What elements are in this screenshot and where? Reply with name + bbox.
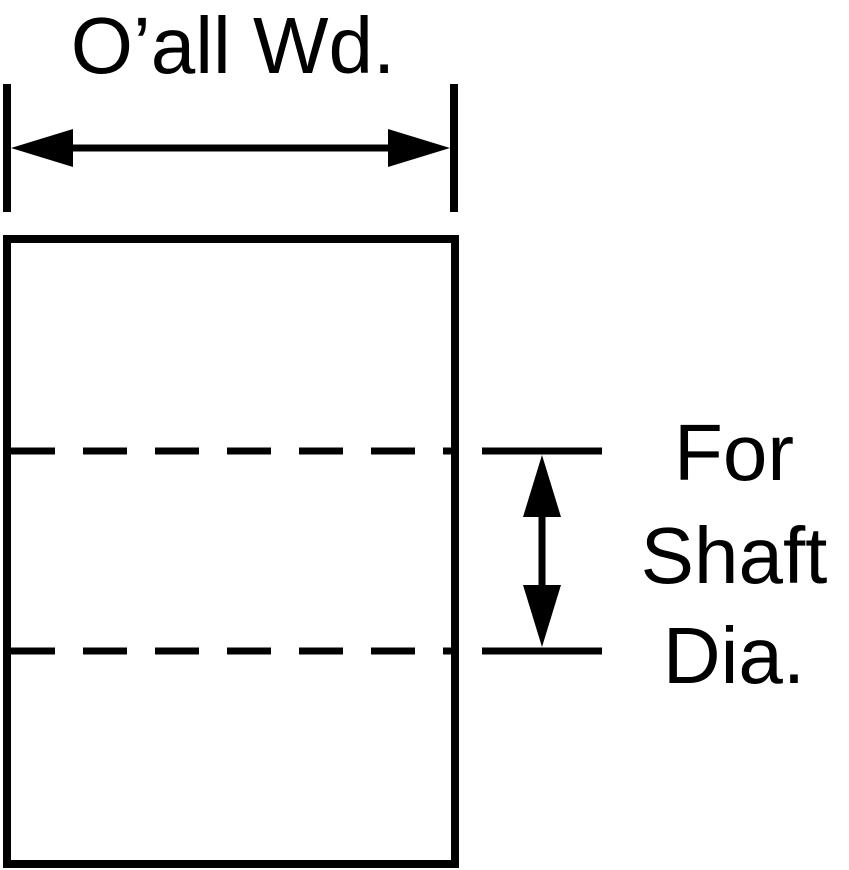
shaft-label-line-2: Shaft — [641, 511, 828, 600]
part-outline — [3, 235, 459, 868]
width-arrowhead-left — [11, 129, 73, 167]
shaft-label-line-1: For — [674, 408, 794, 497]
shaft-label-line-3: Dia. — [663, 611, 805, 700]
shaft-arrowhead-bottom — [523, 585, 561, 647]
width-arrowhead-right — [388, 129, 450, 167]
shaft-arrowhead-top — [523, 455, 561, 517]
overall-width-label: O’all Wd. — [71, 1, 396, 90]
